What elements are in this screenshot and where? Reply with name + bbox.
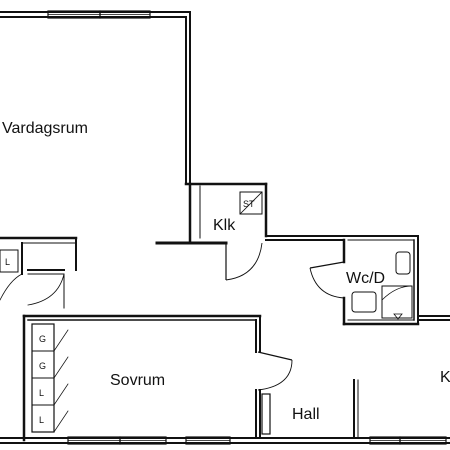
- room-label-closet: Klk: [213, 217, 236, 234]
- room-label-hall: Hall: [292, 406, 320, 423]
- wash-basin: [351, 291, 377, 313]
- bathroom-door: [309, 261, 345, 299]
- wardrobe-unit: [31, 323, 69, 433]
- room-label-bathroom: Wc/D: [346, 270, 385, 287]
- shower-area: [381, 285, 413, 319]
- wc-toilet: [395, 251, 411, 275]
- closet-st-marker: ST: [243, 199, 255, 209]
- closet-st-box: [239, 191, 263, 215]
- shower-curve: [381, 285, 413, 301]
- closet-walls: [184, 182, 268, 245]
- room-label-living: Vardagsrum: [2, 120, 88, 137]
- hall-cabinet: [261, 393, 271, 435]
- bedroom-door: [257, 351, 293, 391]
- closet-door: [225, 242, 263, 281]
- doors: [225, 242, 345, 391]
- drain-icon: [393, 313, 403, 320]
- left-l-marker: L: [5, 257, 10, 267]
- left-l-box: [0, 249, 19, 273]
- walls: [0, 10, 450, 445]
- bedroom-walls: [22, 314, 262, 442]
- bottom-wall: [0, 436, 450, 445]
- left-room-walls: [0, 236, 78, 309]
- room-label-bedroom: Sovrum: [110, 372, 165, 389]
- bathroom-walls: [342, 235, 420, 326]
- wardrobe-marker-4: L: [39, 415, 44, 425]
- wardrobe-marker-2: G: [39, 361, 46, 371]
- top-wall: [0, 10, 191, 19]
- left-door-arc-2: [27, 273, 65, 306]
- wardrobe-marker-3: L: [39, 388, 44, 398]
- room-label-kitchen: K: [440, 369, 450, 386]
- wardrobe-marker-1: G: [39, 334, 46, 344]
- left-door-arc: [0, 273, 23, 301]
